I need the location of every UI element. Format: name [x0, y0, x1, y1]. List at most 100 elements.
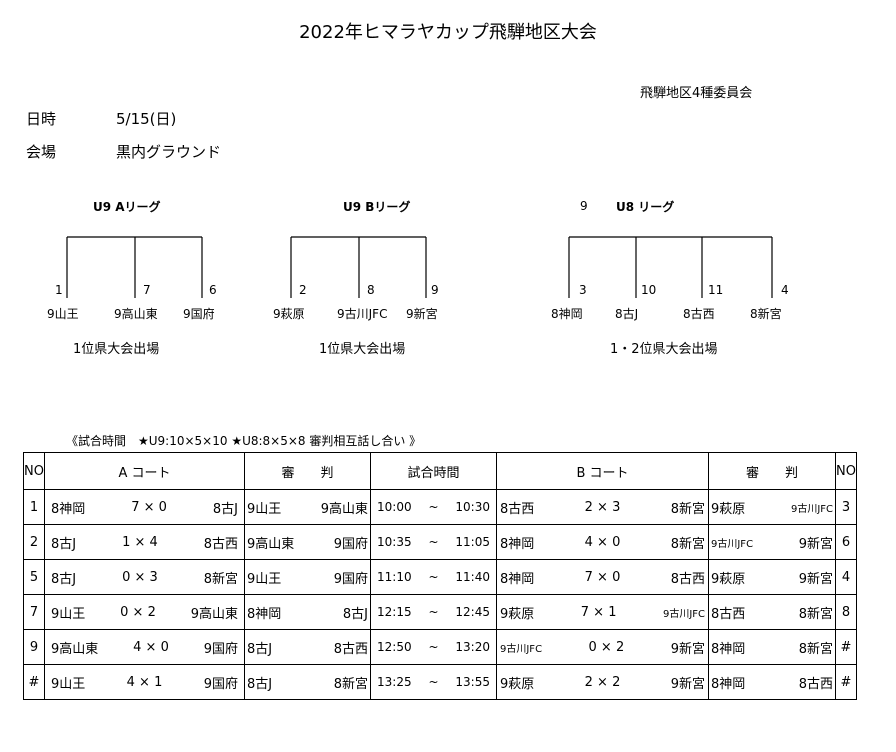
referee-a2: 8古西 [333, 641, 368, 657]
venue-label: 会場 [26, 143, 57, 161]
league-u8-number: 11 [708, 283, 724, 297]
a-away-team: 9高山東 [190, 606, 238, 622]
header-referee-b: 審 判 [708, 452, 836, 490]
match-no-b: 6 [835, 524, 857, 560]
committee-name: 飛騨地区4種委員会 [640, 86, 753, 101]
start-time: 12:50 [377, 640, 412, 654]
referee-b2: 8新宮 [798, 641, 833, 657]
a-home-team: 9高山東 [51, 641, 99, 657]
match-no-a: 5 [23, 559, 45, 595]
match-no-a: 7 [23, 594, 45, 630]
a-referees: 8神岡 8古J [244, 594, 371, 630]
b-score: 4 × 0 [584, 534, 621, 550]
end-time: 11:05 [455, 535, 490, 549]
time-separator: ~ [428, 675, 439, 689]
end-time: 13:20 [455, 640, 490, 654]
referee-a2: 9国府 [333, 536, 368, 552]
referee-a1: 9高山東 [247, 536, 295, 552]
league-a-team: 9高山東 [114, 307, 158, 321]
date-label: 日時 [26, 110, 57, 128]
start-time: 10:35 [377, 535, 412, 549]
b-score: 7 × 1 [580, 604, 617, 620]
referee-b1: 9古川JFC [711, 538, 754, 550]
referee-a1: 8古J [247, 641, 273, 657]
match-time: 11:10~11:40 [370, 559, 497, 595]
referee-b1: 8古西 [711, 606, 746, 622]
league-b-team: 9古川JFC [337, 307, 388, 321]
referee-b2: 9新宮 [798, 571, 833, 587]
time-separator: ~ [428, 640, 439, 654]
match-no-b: # [835, 629, 857, 665]
b-court-match: 8神岡 7 × 0 8古西 [496, 559, 709, 595]
league-u8-team: 8古J [615, 307, 639, 321]
league-a-number: 6 [209, 283, 217, 297]
time-separator: ~ [428, 535, 439, 549]
match-time-note: 《試合時間 ★U9:10×5×10 ★U8:8×5×8 審判相互話し合い 》 [66, 434, 422, 448]
venue-value: 黒内グラウンド [116, 143, 222, 161]
league-b-team: 9新宮 [406, 307, 438, 321]
a-score: 7 × 0 [131, 499, 167, 515]
end-time: 11:40 [455, 570, 490, 584]
b-score: 2 × 3 [584, 499, 621, 515]
header-a-court: A コート [44, 452, 245, 490]
header-no: NO [23, 452, 45, 490]
referee-b2: 9新宮 [798, 536, 833, 552]
referee-a2: 8古J [342, 606, 368, 622]
referee-a1: 9山王 [247, 571, 282, 587]
referee-b1: 9萩原 [711, 501, 746, 517]
header-referee: 審 判 [244, 452, 371, 490]
a-home-team: 8古J [51, 536, 77, 552]
b-home-team: 8神岡 [500, 571, 535, 587]
league-u8-number: 3 [579, 283, 587, 297]
match-time: 12:15~12:45 [370, 594, 497, 630]
start-time: 13:25 [377, 675, 412, 689]
a-score: 4 × 0 [133, 639, 169, 655]
a-away-team: 9国府 [203, 676, 238, 692]
end-time: 13:55 [455, 675, 490, 689]
referee-a1: 9山王 [247, 501, 282, 517]
b-away-team: 9古川JFC [662, 608, 705, 620]
a-home-team: 9山王 [51, 606, 86, 622]
time-separator: ~ [428, 500, 439, 514]
match-time: 10:35 ~11:05 [370, 524, 497, 560]
time-separator: ~ [428, 605, 439, 619]
b-away-team: 8古西 [670, 571, 705, 587]
match-no-a: 9 [23, 629, 45, 665]
b-referees: 8古西 8新宮 [708, 594, 836, 630]
league-u8-title: U8 リーグ [616, 200, 675, 214]
b-away-team: 8新宮 [670, 501, 705, 517]
b-away-team: 9新宮 [670, 676, 705, 692]
referee-a1: 8古J [247, 676, 273, 692]
table-row: 9 9高山東 4 × 0 9国府 8古J 8古西 12:50 ~13:20 9古川JFC 0 × … [23, 629, 857, 665]
a-referees: 8古J 8古西 [244, 629, 371, 665]
table-header-row: NO A コート 審 判 試合時間 B コート 審 判 NO [23, 452, 857, 490]
b-score: 7 × 0 [584, 569, 621, 585]
header-no-b: NO [835, 452, 857, 490]
a-home-team: 9山王 [51, 676, 86, 692]
league-u8-team: 8古西 [683, 307, 715, 321]
referee-b2: 8新宮 [798, 606, 833, 622]
referee-a1: 8神岡 [247, 606, 282, 622]
a-away-team: 8新宮 [203, 571, 238, 587]
match-no-a: # [23, 664, 45, 700]
a-away-team: 9国府 [203, 641, 238, 657]
b-home-team: 9古川JFC [500, 643, 543, 655]
a-away-team: 8古西 [203, 536, 238, 552]
page-title: 2022年ヒマラヤカップ飛騨地区大会 [299, 22, 597, 43]
a-court-match: 9高山東 4 × 0 9国府 [44, 629, 245, 665]
b-score: 0 × 2 [588, 639, 625, 655]
referee-b2: 8古西 [798, 676, 833, 692]
league-b-number: 2 [299, 283, 307, 297]
league-a-team: 9山王 [47, 307, 79, 321]
